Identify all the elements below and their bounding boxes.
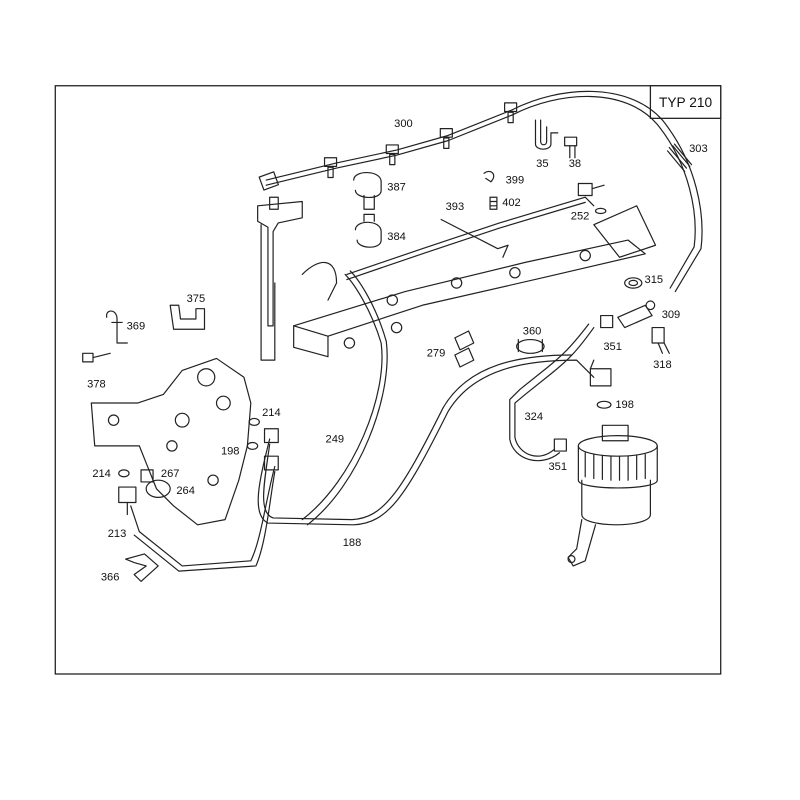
pipe-393: [346, 196, 595, 281]
callout-402: 402: [502, 197, 521, 209]
connector-252: [577, 182, 607, 215]
injector: [257, 196, 303, 361]
fuel-line-249: [130, 270, 595, 572]
typ-box: TYP 210: [649, 85, 722, 119]
fitting-214: [248, 417, 279, 444]
callout-267: 267: [161, 468, 180, 480]
fuel-filter: [567, 424, 658, 567]
fitting-267: [118, 469, 154, 483]
callout-35: 35: [536, 158, 548, 170]
callout-213: 213: [108, 528, 127, 540]
callout-360: 360: [523, 325, 542, 337]
spring-303: [666, 143, 693, 173]
callout-303: 303: [689, 143, 708, 155]
fitting-213: [118, 486, 137, 516]
callout-393: 393: [446, 201, 465, 213]
high-pressure-pump: [90, 357, 252, 526]
bolt-318: [651, 326, 670, 354]
clip-351-top: [600, 314, 614, 329]
bolt-378: [82, 352, 111, 363]
fuel-rail: [293, 205, 657, 358]
callout-249: 249: [326, 433, 345, 445]
callout-324: 324: [524, 411, 543, 423]
callout-315: 315: [645, 274, 664, 286]
callout-279: 279: [427, 348, 446, 360]
washer-198-right: [596, 400, 612, 409]
banjo-309: [617, 300, 656, 329]
callout-351-top: 351: [603, 341, 622, 353]
clip-279: [454, 330, 475, 368]
diagram-border: [54, 85, 722, 675]
clip-375: [169, 304, 206, 330]
filter-inlet-fitting: [589, 359, 612, 387]
screw-402: [489, 196, 498, 210]
callout-378: 378: [87, 379, 106, 391]
oring-264: [145, 479, 171, 498]
callouts: 300 303 35 38 387 399 393 402 252 384 37…: [87, 118, 708, 584]
callout-384: 384: [387, 231, 406, 243]
callout-300: 300: [394, 118, 413, 130]
clamp-35: [534, 119, 559, 150]
callout-387: 387: [387, 181, 406, 193]
bracket-366: [125, 553, 159, 582]
callout-264: 264: [176, 485, 195, 497]
callout-318: 318: [653, 359, 672, 371]
typ-label: TYP 210: [659, 95, 713, 110]
parts-diagram: TYP 210: [54, 85, 722, 675]
callout-252: 252: [571, 211, 590, 223]
clamp-360: [516, 338, 545, 354]
callout-351-bottom: 351: [549, 461, 568, 473]
bolt-38: [564, 136, 578, 159]
clip-351-bottom: [553, 438, 567, 452]
callout-366: 366: [101, 572, 120, 584]
clip-384: [354, 213, 382, 248]
fuel-line-324: [509, 323, 595, 462]
callout-198-right: 198: [615, 399, 634, 411]
leak-off-line-300: [258, 90, 703, 293]
callout-399: 399: [506, 175, 525, 187]
callout-369: 369: [127, 320, 146, 332]
callout-38: 38: [569, 158, 581, 170]
callout-198-left: 198: [221, 445, 240, 457]
callout-375: 375: [187, 293, 206, 305]
clip-387: [353, 171, 382, 210]
callout-214-top: 214: [262, 407, 281, 419]
clip-399: [483, 170, 495, 183]
callout-188: 188: [343, 537, 362, 549]
callout-309: 309: [662, 309, 681, 321]
clip-369: [106, 310, 128, 344]
callout-214-left: 214: [92, 468, 111, 480]
washer-315: [624, 277, 643, 289]
